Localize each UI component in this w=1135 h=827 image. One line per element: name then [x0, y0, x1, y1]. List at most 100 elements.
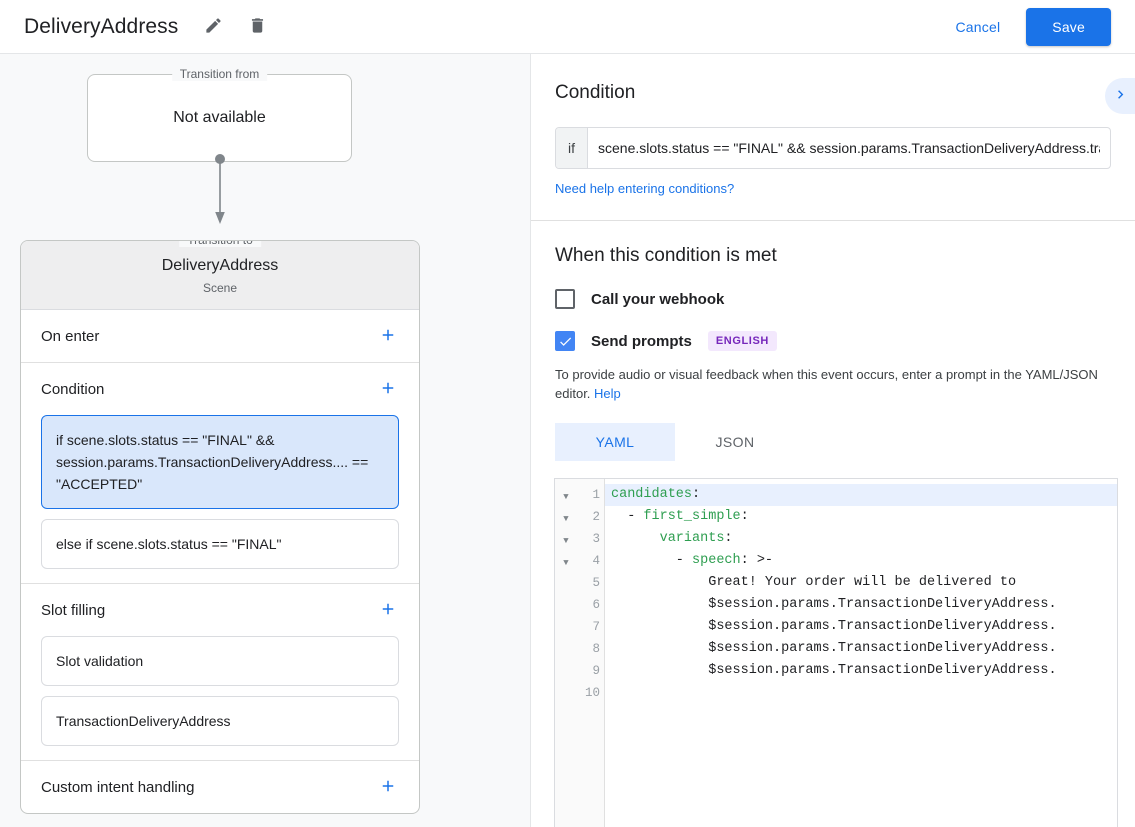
- section-label-custom-intent-handling: Custom intent handling: [41, 778, 195, 796]
- scene-graph-panel[interactable]: Transition from Not available Transition…: [0, 54, 530, 827]
- plus-icon: [379, 777, 397, 798]
- line-number: 3: [592, 532, 600, 546]
- yaml-key: first_simple: [643, 509, 741, 524]
- cancel-button[interactable]: Cancel: [942, 10, 1015, 44]
- code-line[interactable]: - first_simple:: [611, 509, 749, 524]
- code-line[interactable]: $session.params.TransactionDeliveryAddre…: [611, 619, 1057, 634]
- app-header: DeliveryAddress Cancel Save: [0, 0, 1135, 54]
- section-body-condition: if scene.slots.status == "FINAL" && sess…: [21, 415, 419, 583]
- scene-node-name: DeliveryAddress: [161, 257, 279, 274]
- condition-heading: Condition: [555, 82, 636, 103]
- add-condition-button[interactable]: [375, 376, 401, 402]
- editor-format-tabs: YAML JSON: [555, 423, 1111, 461]
- yaml-key: candidates: [611, 487, 693, 502]
- transition-from-card: Transition from Not available: [87, 67, 352, 162]
- send-prompts-label: Send prompts: [591, 332, 692, 350]
- editor-code-area[interactable]: candidates: - first_simple: variants: - …: [605, 479, 1117, 827]
- add-custom-intent-button[interactable]: [375, 774, 401, 800]
- code-line[interactable]: candidates:: [605, 484, 1117, 506]
- transition-from-legend: Transition from: [171, 67, 268, 81]
- transition-to-legend: Transition to: [179, 241, 261, 247]
- add-on-enter-button[interactable]: [375, 323, 401, 349]
- yaml-key: variants: [659, 531, 725, 546]
- call-webhook-checkbox[interactable]: [555, 289, 575, 309]
- line-number: 4: [592, 554, 600, 568]
- slot-item[interactable]: TransactionDeliveryAddress: [41, 696, 399, 746]
- section-custom-intent-handling: Custom intent handling: [21, 761, 419, 813]
- section-label-on-enter: On enter: [41, 327, 100, 345]
- line-number: 7: [592, 620, 600, 634]
- fold-spacer: [555, 660, 577, 682]
- checkmark-icon: [559, 336, 571, 346]
- condition-item-selected[interactable]: if scene.slots.status == "FINAL" && sess…: [41, 415, 399, 509]
- line-number: 2: [592, 510, 600, 524]
- plus-icon: [379, 379, 397, 400]
- line-number: 1: [592, 488, 600, 502]
- scene-node-subtitle: Scene: [202, 281, 238, 295]
- condition-item[interactable]: else if scene.slots.status == "FINAL": [41, 519, 399, 569]
- section-label-condition: Condition: [41, 380, 105, 398]
- condition-input[interactable]: [588, 128, 1110, 168]
- condition-input-row[interactable]: if: [555, 127, 1111, 169]
- add-slot-filling-button[interactable]: [375, 597, 401, 623]
- section-body-slot-filling: Slot validation TransactionDeliveryAddre…: [21, 636, 419, 760]
- prompt-help-link[interactable]: Help: [594, 386, 621, 401]
- condition-if-prefix: if: [556, 128, 588, 168]
- page-title: DeliveryAddress: [24, 14, 179, 38]
- code-line[interactable]: $session.params.TransactionDeliveryAddre…: [611, 597, 1057, 612]
- section-header-on-enter[interactable]: On enter: [21, 310, 419, 362]
- line-number: 6: [592, 598, 600, 612]
- section-header-condition[interactable]: Condition: [21, 363, 419, 415]
- plus-icon: [379, 326, 397, 347]
- fold-spacer: [555, 572, 577, 594]
- call-webhook-label: Call your webhook: [591, 290, 725, 308]
- trash-icon: [248, 16, 267, 38]
- prompt-description: To provide audio or visual feedback when…: [555, 365, 1111, 403]
- tab-json[interactable]: JSON: [675, 423, 795, 461]
- line-number: 8: [592, 642, 600, 656]
- save-button[interactable]: Save: [1026, 7, 1111, 46]
- fold-spacer: [555, 594, 577, 616]
- line-number: 5: [592, 576, 600, 590]
- edit-name-button[interactable]: [196, 10, 230, 44]
- yaml-key: speech: [692, 553, 741, 568]
- delete-button[interactable]: [240, 10, 274, 44]
- send-prompts-checkbox[interactable]: [555, 331, 575, 351]
- plus-icon: [379, 600, 397, 621]
- slot-validation-item[interactable]: Slot validation: [41, 636, 399, 686]
- transition-connector-arrow: [213, 154, 227, 226]
- fold-caret-icon[interactable]: ▼: [563, 514, 569, 524]
- code-line[interactable]: - speech: >-: [611, 553, 774, 568]
- send-prompts-row: Send prompts ENGLISH: [555, 331, 1111, 351]
- code-line[interactable]: $session.params.TransactionDeliveryAddre…: [611, 663, 1057, 678]
- section-label-slot-filling: Slot filling: [41, 601, 106, 619]
- fold-spacer: [555, 682, 577, 704]
- fold-caret-icon[interactable]: ▼: [563, 492, 569, 502]
- code-line[interactable]: variants:: [659, 531, 733, 546]
- expand-panel-button[interactable]: [1105, 78, 1135, 114]
- fold-spacer: [555, 638, 577, 660]
- tab-yaml[interactable]: YAML: [555, 423, 675, 461]
- fold-caret-icon[interactable]: ▼: [563, 558, 569, 568]
- code-line[interactable]: Great! Your order will be delivered to: [611, 575, 1017, 590]
- when-met-heading: When this condition is met: [555, 245, 777, 266]
- line-number: 9: [592, 664, 600, 678]
- condition-help-link[interactable]: Need help entering conditions?: [555, 181, 735, 196]
- prompt-description-text: To provide audio or visual feedback when…: [555, 367, 1098, 401]
- section-header-custom-intent-handling[interactable]: Custom intent handling: [21, 761, 419, 813]
- section-condition: Condition if scene.slots.status == "FINA…: [21, 363, 419, 584]
- code-line[interactable]: $session.params.TransactionDeliveryAddre…: [611, 641, 1057, 656]
- language-badge: ENGLISH: [707, 331, 777, 351]
- fold-caret-icon[interactable]: ▼: [563, 536, 569, 546]
- condition-block: Condition if Need help entering conditio…: [531, 54, 1135, 221]
- scene-node-header[interactable]: DeliveryAddress Scene: [21, 241, 419, 310]
- section-header-slot-filling[interactable]: Slot filling: [21, 584, 419, 636]
- pencil-icon: [204, 16, 223, 38]
- chevron-right-icon: [1112, 86, 1129, 106]
- when-condition-met-block: When this condition is met Call your web…: [531, 221, 1135, 461]
- section-on-enter: On enter: [21, 310, 419, 363]
- scene-node-card: Transition to DeliveryAddress Scene On e…: [20, 240, 420, 814]
- code-line[interactable]: [605, 682, 1117, 704]
